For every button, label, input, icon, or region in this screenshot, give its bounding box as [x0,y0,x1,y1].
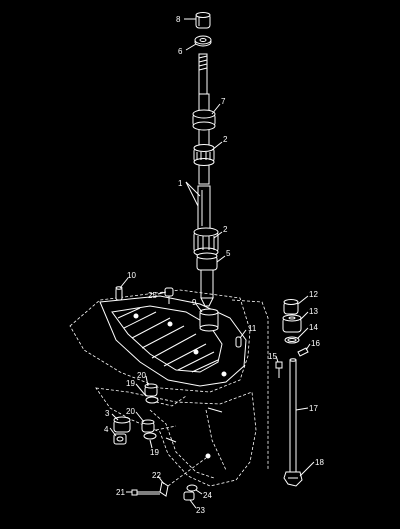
callout-1: 1 [178,179,183,188]
part-20b-bushing [141,419,155,433]
part-10-pin [115,286,123,301]
part-13-bushing [282,314,302,333]
callout-15: 15 [268,352,277,361]
callout-12: 12 [309,290,318,299]
callout-19-lower: 19 [150,448,159,457]
callout-11: 11 [248,324,257,333]
callout-23: 23 [196,506,205,515]
callout-18: 18 [315,458,324,467]
gearcase-housing [69,289,269,487]
part-2-bearing-upper [193,144,215,166]
part-7-bearing [192,109,216,131]
part-19a-seal [145,396,159,404]
flange-hatch [117,307,219,373]
callout-5: 5 [226,249,231,258]
callout-2-lower: 2 [223,225,228,234]
part-24-washer [186,484,198,492]
part-23-nut [183,491,195,501]
callout-13: 13 [309,307,318,316]
part-11-pin [235,336,242,348]
callout-8: 8 [176,15,181,24]
callout-25: 25 [148,291,157,300]
callout-22: 22 [152,471,161,480]
shaft-threaded-top [198,53,208,95]
part-14-oring [284,336,300,344]
part-19b-seal [143,432,157,440]
callout-9: 9 [192,298,197,307]
callout-21: 21 [116,488,125,497]
part-21-bolt [131,489,160,496]
part-2-bearing-lower [193,227,219,257]
callout-20-lower: 20 [126,407,135,416]
callout-14: 14 [309,323,318,332]
callout-2-upper: 2 [223,135,228,144]
part-15-screw [275,361,283,378]
callout-7: 7 [221,97,226,106]
part-22-clip [159,481,169,497]
callout-24: 24 [203,491,212,500]
shaft-upper [198,93,210,185]
callout-19-upper: 19 [126,379,135,388]
callout-3: 3 [105,409,110,418]
part-20a-bushing [144,383,158,397]
part-17-shift-rod [289,358,297,473]
part-12-cap [283,299,299,315]
drive-shaft-assembly [192,12,219,307]
part-9-sleeve [199,308,219,332]
part-8-nut [195,12,211,29]
shaft-middle [197,185,211,231]
part-16-clip [297,347,309,357]
callout-16: 16 [311,339,320,348]
leader-lines [109,18,315,509]
part-6-washer [194,35,212,47]
callout-6: 6 [178,47,183,56]
part-5-collar [196,252,218,271]
callout-4: 4 [104,425,109,434]
part-4-nut [113,433,127,445]
callout-20-upper: 20 [137,371,146,380]
callout-17: 17 [309,404,318,413]
callout-labels: 8 6 7 2 1 2 5 10 25 9 11 12 13 14 16 15 … [104,15,324,515]
shift-shaft-assembly [275,299,309,487]
part-3-bearing [113,416,131,433]
part-18-shift-cam [283,471,303,487]
callout-10: 10 [127,271,136,280]
